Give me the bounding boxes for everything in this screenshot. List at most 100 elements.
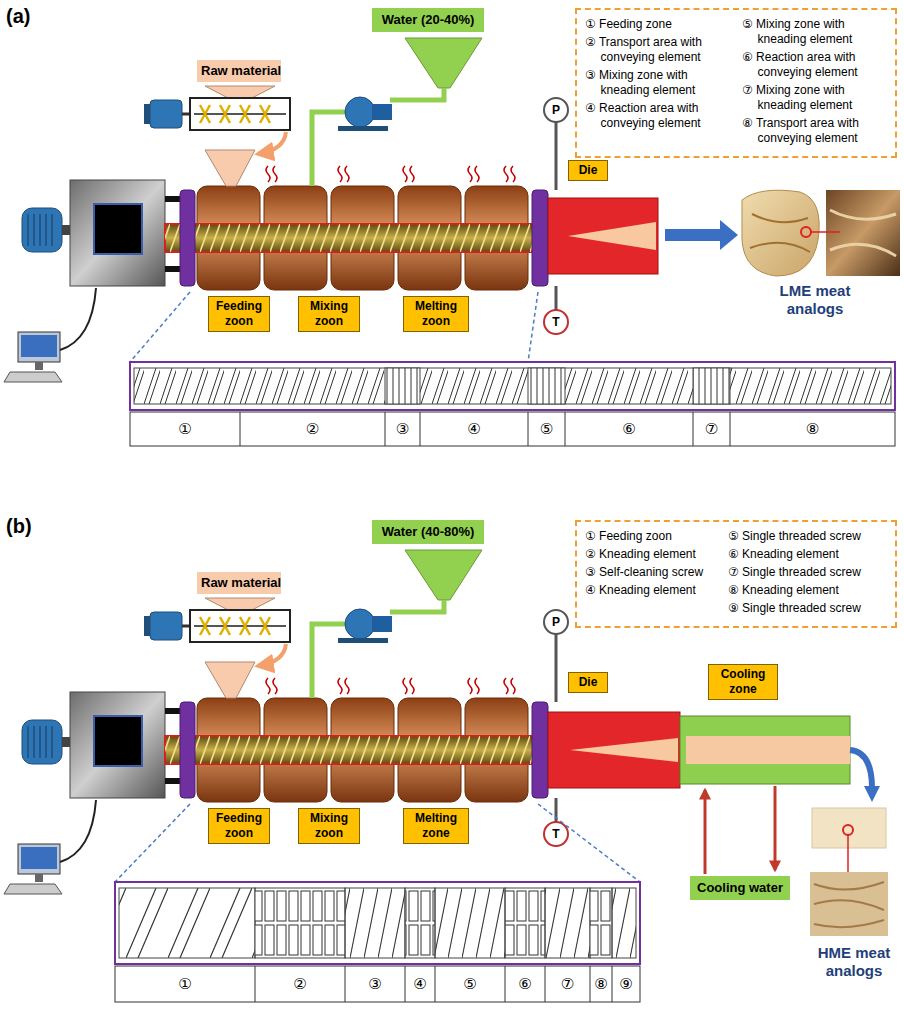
callout-number: ⑦ (693, 420, 730, 438)
legend-box: ① Feeding zoon② Kneading element③ Self-c… (575, 520, 897, 628)
callout-number: ① (130, 420, 240, 438)
cooling-water-box: Cooling water (690, 876, 790, 900)
panel-b-drawing-part (345, 888, 405, 958)
callout-number: ⑦ (545, 975, 590, 993)
zone-label: Mixing zoon (298, 296, 360, 332)
panel-a-drawing-part (548, 198, 658, 274)
node-text: Mixing zoon (302, 811, 356, 841)
panel-a-drawing-part (801, 227, 811, 237)
legend-item: ⑤ Mixing zone with kneading element (742, 17, 891, 47)
panel-b-drawing-part (612, 888, 636, 958)
panel-b-drawing-part (548, 712, 680, 788)
panel-b-drawing-part (570, 738, 678, 762)
legend-item: ① Feeding zone (585, 17, 734, 32)
node-text: Water (40-80%) (376, 524, 480, 540)
callout-number: ① (115, 975, 255, 993)
panel-b-drawing-part (545, 888, 590, 958)
callout-number: ⑥ (565, 420, 693, 438)
zone-label: Feeding zoon (208, 296, 270, 332)
panel-b-drawing-part (115, 804, 640, 882)
cooling-label: Cooling zone (708, 664, 778, 700)
legend-item: ② Kneading element (585, 547, 720, 562)
panel-b-drawing-part (115, 966, 640, 1002)
panel-a-drawing-part (240, 412, 730, 446)
panel-a-drawing-part (528, 368, 565, 404)
panel-b-drawing-part (590, 888, 612, 958)
legend-item: ⑦ Single threaded screw (728, 565, 891, 580)
die-label: Die (568, 672, 608, 693)
panel-b-drawing-part (850, 750, 872, 788)
zone-label: Melting zoon (403, 296, 469, 332)
panel-a-drawing-part (665, 220, 738, 250)
gauge-letter: P (546, 103, 566, 117)
panel-b-drawing-part (864, 786, 880, 802)
legend-column: ⑤ Single threaded screw⑥ Kneading elemen… (728, 529, 891, 619)
panel-a-drawing-part (130, 292, 538, 362)
zone-label: Melting zone (403, 808, 469, 844)
callout-number: ④ (420, 420, 528, 438)
node-text: Feeding zoon (212, 811, 266, 841)
panel-b-drawing-part (405, 888, 435, 958)
panel-b-drawing-part (847, 835, 849, 872)
node-text: Raw material (201, 575, 277, 591)
panel-b-drawing-part (4, 550, 568, 894)
panel-a-drawing-part (130, 362, 895, 410)
legend-column: ① Feeding zone② Transport area with conv… (585, 17, 734, 149)
panel-a-drawing-part (4, 38, 568, 382)
water-box: Water (40-80%) (372, 520, 484, 544)
callout-number: ② (240, 420, 385, 438)
node-text: Mixing zoon (302, 299, 356, 329)
panel-a-drawing-part (750, 214, 810, 252)
legend-item: ⑦ Mixing zone with kneading element (742, 83, 891, 113)
panel-b-drawing-part (810, 872, 888, 936)
panel-a-drawing (4, 38, 900, 446)
gauge-letter: T (546, 827, 566, 841)
material-box: Raw material (197, 60, 281, 82)
panel-a-drawing-part (693, 368, 730, 404)
material-box: Raw material (197, 572, 281, 594)
legend-item: ③ Mixing zone with kneading element (585, 68, 734, 98)
panel-a-drawing-part (528, 368, 565, 404)
panel-b-drawing-part (843, 825, 853, 835)
callout-number: ② (255, 975, 345, 993)
panel-a-drawing-part (134, 368, 891, 404)
callout-number: ⑥ (505, 975, 545, 993)
panel-b-drawing-part (255, 966, 612, 1002)
legend-column: ⑤ Mixing zone with kneading element⑥ Rea… (742, 17, 891, 149)
product-label: HME meat analogs (806, 944, 902, 980)
node-text: Cooling zone (712, 667, 774, 697)
legend-box: ① Feeding zone② Transport area with conv… (575, 8, 897, 158)
panel-b-drawing-part (255, 888, 345, 958)
legend-item: ④ Kneading element (585, 583, 720, 598)
panel-b-drawing-part (704, 790, 707, 874)
node-text: Melting zoon (407, 299, 465, 329)
product-label: LME meat analogs (752, 282, 878, 318)
panel-label: (b) (6, 514, 56, 538)
node-text: Melting zone (407, 811, 465, 841)
callout-number: ⑧ (730, 420, 895, 438)
die-label: Die (568, 160, 608, 181)
panel-a-drawing-part (693, 368, 730, 404)
panel-b-drawing-part (115, 882, 640, 964)
callout-number: ③ (345, 975, 405, 993)
node-text: Raw material (201, 63, 277, 79)
panel-a-drawing-part (385, 368, 420, 404)
panel-b-drawing-part (680, 716, 850, 784)
zone-label: Mixing zoon (298, 808, 360, 844)
panel-b-drawing-part (505, 888, 545, 958)
panel-a-drawing-part (568, 222, 656, 250)
panel-b-drawing-part (686, 736, 850, 764)
node-text: Water (20-40%) (376, 12, 480, 28)
panel-b-drawing-part (119, 888, 255, 958)
panel-a-drawing-part (830, 210, 896, 256)
node-text: Die (572, 675, 604, 690)
water-box: Water (20-40%) (372, 8, 484, 32)
panel-a-drawing-part (826, 190, 900, 276)
node-text: Die (572, 163, 604, 178)
panel-b-drawing-part (774, 786, 777, 870)
panel-a-drawing-part (385, 368, 420, 404)
callout-number: ⑤ (435, 975, 505, 993)
legend-item: ⑧ Kneading element (728, 583, 891, 598)
panel-label: (a) (6, 4, 56, 28)
